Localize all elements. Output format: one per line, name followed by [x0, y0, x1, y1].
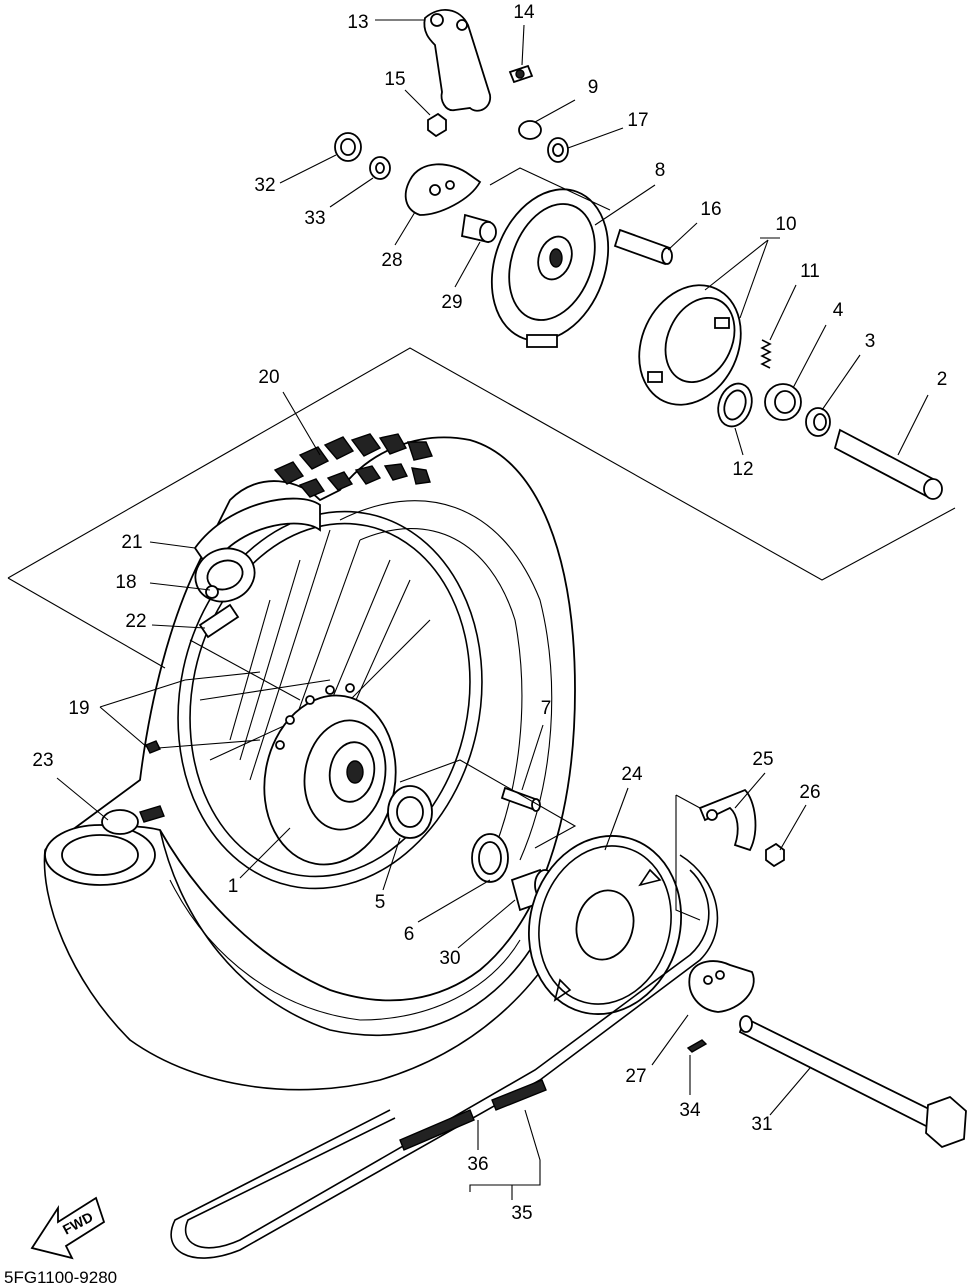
brake-shoe-plate: [490, 188, 610, 348]
brake-arm-assembly: [423, 9, 569, 163]
label-3: 3: [865, 331, 876, 352]
rim-band-and-lock: [193, 497, 321, 639]
rim-and-spokes: [177, 510, 483, 890]
drive-sprocket-parts: [334, 132, 497, 244]
label-6: 6: [404, 924, 415, 945]
label-4: 4: [833, 300, 844, 321]
drawing-code: 5FG1100-9280: [4, 1268, 117, 1287]
label-9: 9: [588, 77, 599, 98]
rear-sprocket: [528, 835, 682, 1015]
brake-cam: [613, 228, 673, 266]
label-24: 24: [621, 764, 643, 785]
label-34: 34: [679, 1100, 701, 1121]
label-29: 29: [441, 292, 462, 313]
drive-sprocket: [688, 960, 755, 1013]
forward-direction-arrow: FWD: [30, 1196, 106, 1260]
label-25: 25: [752, 749, 773, 770]
label-16: 16: [700, 199, 721, 220]
tube-valve: [101, 805, 165, 835]
label-13: 13: [347, 12, 368, 33]
assembly-boundary-lines: [7, 167, 956, 921]
locking-washer-nut: [698, 788, 785, 868]
label-21: 21: [121, 532, 142, 553]
leader-lines: [56, 19, 929, 1200]
label-1: 1: [228, 876, 239, 897]
wheel-axle: [686, 1015, 967, 1149]
label-12: 12: [732, 459, 753, 480]
brake-shoes: [638, 284, 742, 406]
label-15: 15: [384, 69, 405, 90]
label-10: 10: [775, 214, 796, 235]
label-8: 8: [655, 160, 666, 181]
label-17: 17: [627, 110, 648, 131]
label-7: 7: [541, 698, 552, 719]
label-2: 2: [937, 369, 948, 390]
label-20: 20: [258, 367, 279, 388]
drive-chain: [170, 854, 719, 1259]
label-32: 32: [254, 175, 275, 196]
label-31: 31: [751, 1114, 772, 1135]
label-23: 23: [32, 750, 53, 771]
label-5: 5: [375, 892, 386, 913]
label-18: 18: [115, 572, 136, 593]
label-27: 27: [625, 1066, 646, 1087]
label-28: 28: [381, 250, 402, 271]
part-number-labels: 13 14 15 9 17 32 33 28 29 8 16 10 11 4 3…: [32, 2, 947, 1224]
spoke-nipple: [145, 671, 261, 754]
label-33: 33: [304, 208, 325, 229]
label-19: 19: [68, 698, 89, 719]
label-26: 26: [799, 782, 820, 803]
hub: [263, 683, 397, 866]
seal-bearing-collar-spacer: [717, 382, 943, 500]
label-11: 11: [800, 261, 820, 282]
label-30: 30: [439, 948, 460, 969]
label-35: 35: [511, 1203, 532, 1224]
label-22: 22: [125, 611, 146, 632]
spring: [760, 339, 772, 369]
label-36: 36: [467, 1154, 488, 1175]
label-14: 14: [513, 2, 535, 23]
